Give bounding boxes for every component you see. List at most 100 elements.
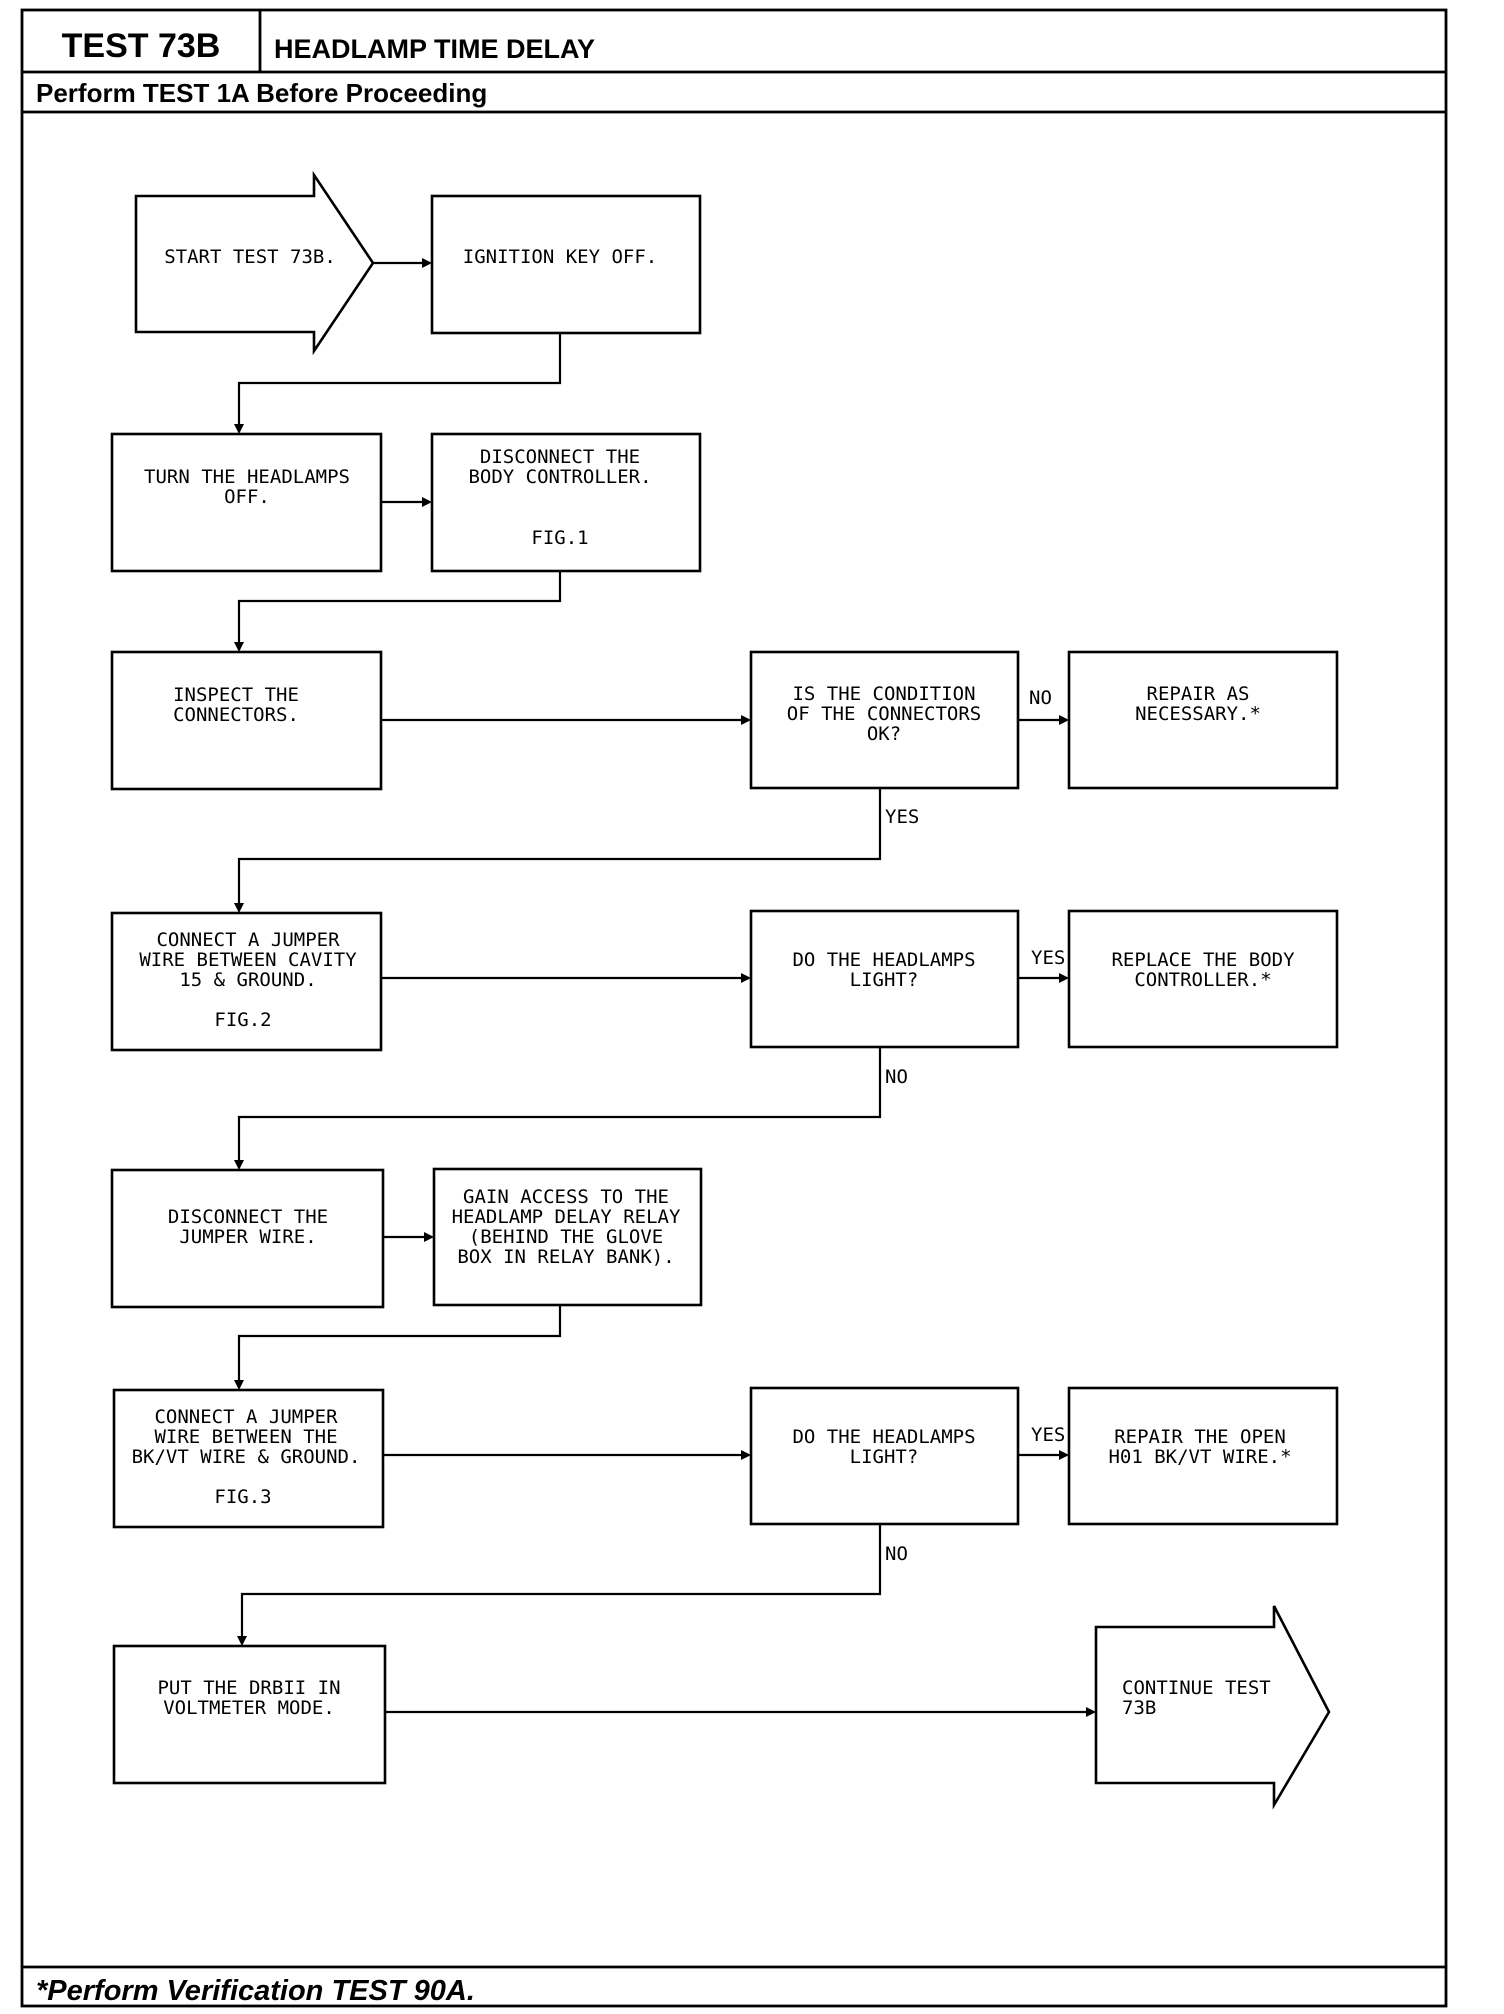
fig3-reference: FIG.3: [214, 1486, 271, 1508]
arrowhead: [234, 903, 244, 913]
ignition-key-off-label: IGNITION KEY OFF.: [463, 246, 657, 268]
arrowhead: [234, 642, 244, 652]
label-line: DISCONNECT THE: [480, 446, 640, 468]
label-line: REPAIR AS: [1147, 683, 1250, 705]
label-line: START TEST 73B.: [164, 246, 336, 268]
start-test-arrow: START TEST 73B.: [134, 170, 375, 356]
arrowhead: [234, 1160, 244, 1170]
test-title: HEADLAMP TIME DELAY: [274, 34, 595, 64]
label-line: OK?: [867, 723, 901, 745]
arrowhead: [234, 1380, 244, 1390]
label-line: PUT THE DRBII IN: [157, 1677, 340, 1699]
label-line: 15 & GROUND.: [179, 969, 316, 991]
branch-label-light1-yes: YES: [1031, 947, 1065, 969]
arrowhead: [237, 1636, 247, 1646]
label-line: GAIN ACCESS TO THE: [463, 1186, 669, 1208]
branch-label-connectors-yes: YES: [885, 806, 919, 828]
label-line: OF THE CONNECTORS: [787, 703, 981, 725]
arrowhead: [1059, 1450, 1069, 1460]
label-line: VOLTMETER MODE.: [163, 1697, 335, 1719]
label-line: WIRE BETWEEN CAVITY: [139, 949, 357, 971]
label-line: INSPECT THE: [173, 684, 299, 706]
flow-connectors: [234, 258, 1096, 1717]
label-line: JUMPER WIRE.: [179, 1226, 316, 1248]
label-line: (BEHIND THE GLOVE: [469, 1226, 663, 1248]
label-line: BK/VT WIRE & GROUND.: [132, 1446, 361, 1468]
label-line: CONNECT A JUMPER: [154, 1406, 338, 1428]
label-line: CONTINUE TEST: [1122, 1677, 1271, 1699]
label-line: DO THE HEADLAMPS: [792, 1426, 975, 1448]
arrowhead: [741, 1450, 751, 1460]
branch-label-light2-yes: YES: [1031, 1424, 1065, 1446]
test-id: TEST 73B: [62, 27, 221, 65]
ignition-key-off-box: IGNITION KEY OFF.: [430, 194, 702, 335]
connector-ignition-to-headlamps-off: [237, 333, 562, 428]
start-test-label: START TEST 73B.: [164, 246, 336, 268]
footer-note: *Perform Verification TEST 90A.: [36, 1975, 475, 2007]
label-line: HEADLAMP DELAY RELAY: [452, 1206, 681, 1228]
label-line: 73B: [1122, 1697, 1156, 1719]
arrowhead: [741, 715, 751, 725]
connector-light1-no: [237, 1047, 882, 1164]
label-line: CONNECT A JUMPER: [156, 929, 340, 951]
fig2-reference: FIG.2: [214, 1009, 271, 1031]
label-line: IGNITION KEY OFF.: [463, 246, 657, 268]
fig1-reference: FIG.1: [531, 527, 588, 549]
arrowhead: [422, 497, 432, 507]
connector-light2-no: [240, 1524, 882, 1640]
branch-label-connectors-no: NO: [1029, 687, 1052, 709]
label-line: OFF.: [224, 486, 270, 508]
prerequisite-note: Perform TEST 1A Before Proceeding: [36, 78, 487, 108]
label-line: NECESSARY.*: [1135, 703, 1261, 725]
arrowhead: [422, 258, 432, 268]
label-line: TURN THE HEADLAMPS: [144, 466, 350, 488]
arrowhead: [1059, 973, 1069, 983]
label-line: BOX IN RELAY BANK).: [457, 1246, 674, 1268]
label-line: CONNECTORS.: [173, 704, 299, 726]
arrowhead: [1059, 715, 1069, 725]
label-line: IS THE CONDITION: [792, 683, 975, 705]
label-line: DISCONNECT THE: [168, 1206, 328, 1228]
connector-disconnect-to-inspect: [237, 571, 562, 646]
label-line: BODY CONTROLLER.: [468, 466, 651, 488]
label-line: REPLACE THE BODY: [1111, 949, 1295, 971]
branch-label-light2-no: NO: [885, 1543, 908, 1565]
arrowhead: [424, 1232, 434, 1242]
label-line: H01 BK/VT WIRE.*: [1108, 1446, 1291, 1468]
label-line: REPAIR THE OPEN: [1114, 1426, 1286, 1448]
connector-connectors-yes: [237, 788, 882, 907]
page-frame: [20, 8, 1448, 2008]
label-line: CONTROLLER.*: [1134, 969, 1271, 991]
label-line: WIRE BETWEEN THE: [154, 1426, 337, 1448]
label-line: DO THE HEADLAMPS: [792, 949, 975, 971]
